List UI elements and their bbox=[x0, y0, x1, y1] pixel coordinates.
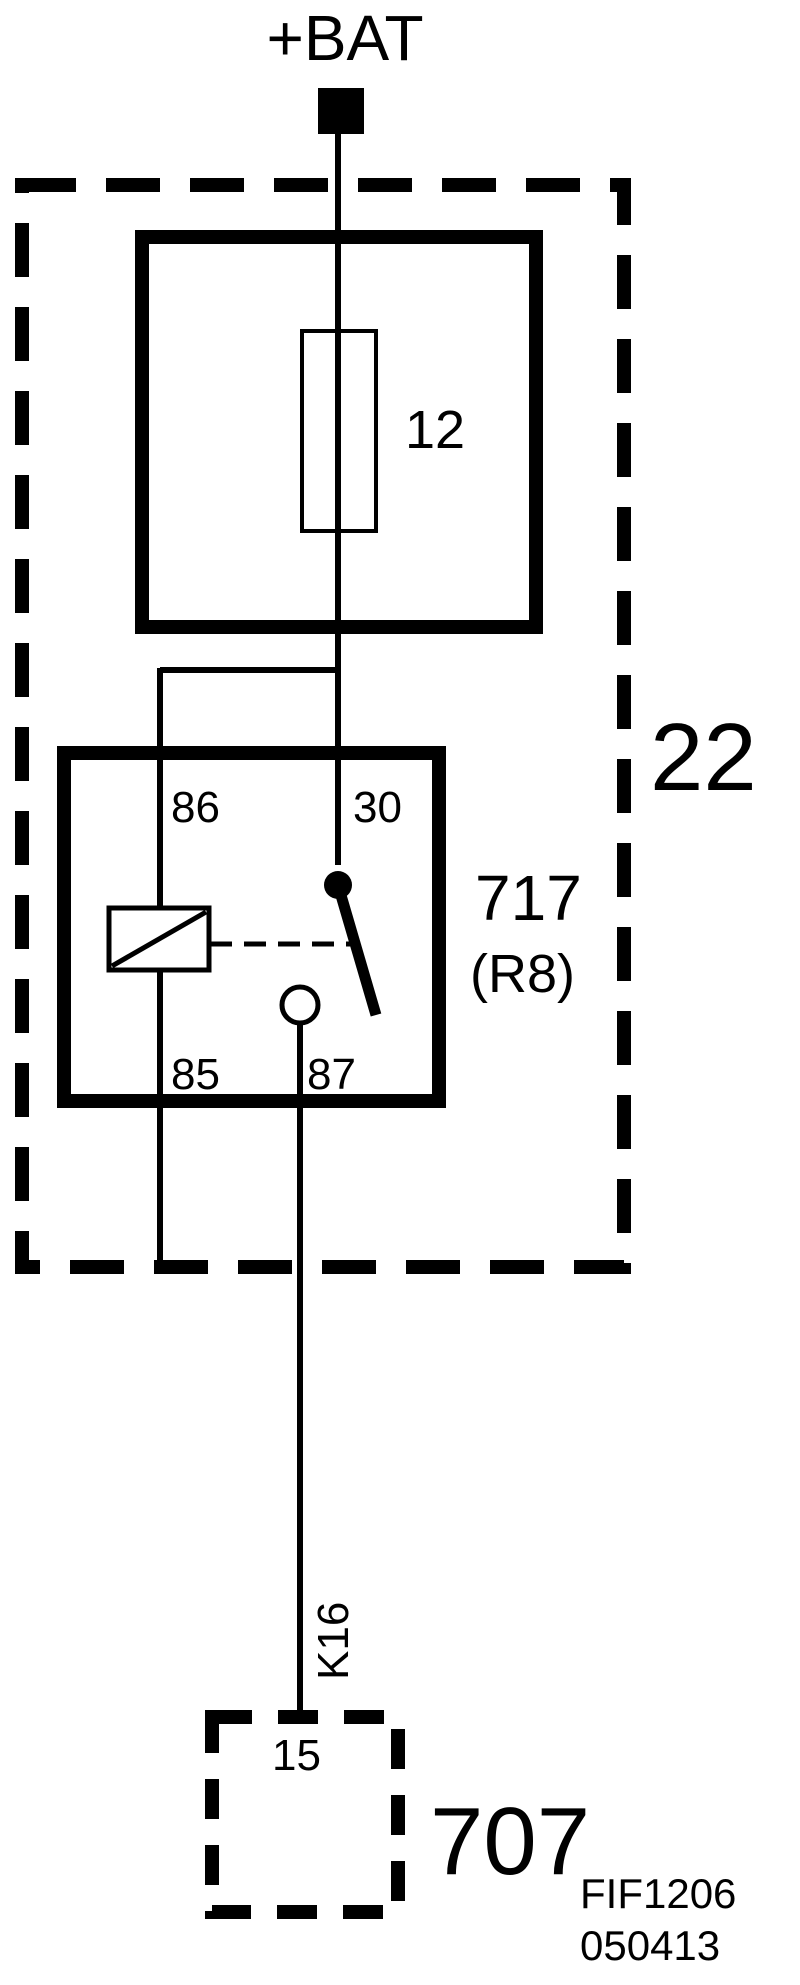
fuse-label: 12 bbox=[405, 400, 465, 460]
relay-pin-87: 87 bbox=[307, 1050, 356, 1099]
relay-sub-label: (R8) bbox=[470, 944, 575, 1004]
relay-coil-diagonal bbox=[110, 909, 208, 969]
supply-label: +BAT bbox=[266, 2, 423, 74]
relay-pin-85: 85 bbox=[171, 1050, 220, 1099]
relay-id-label: 717 bbox=[475, 862, 582, 934]
relay-pin-86: 86 bbox=[171, 783, 220, 832]
relay-box bbox=[57, 746, 446, 1108]
connector-label: 707 bbox=[430, 1788, 590, 1895]
relay-switch-arm bbox=[332, 883, 382, 1017]
connector-box bbox=[205, 1710, 405, 1919]
figure-ref-line2: 050413 bbox=[580, 1922, 720, 1969]
control-unit-label: 22 bbox=[650, 704, 757, 811]
control-unit-enclosure bbox=[15, 178, 631, 1274]
wire-label: K16 bbox=[309, 1602, 358, 1680]
relay-pin-30: 30 bbox=[353, 783, 402, 832]
figure-ref-line1: FIF1206 bbox=[580, 1870, 736, 1917]
relay-contact-87 bbox=[279, 984, 321, 1026]
connector-pin-label: 15 bbox=[272, 1731, 321, 1780]
